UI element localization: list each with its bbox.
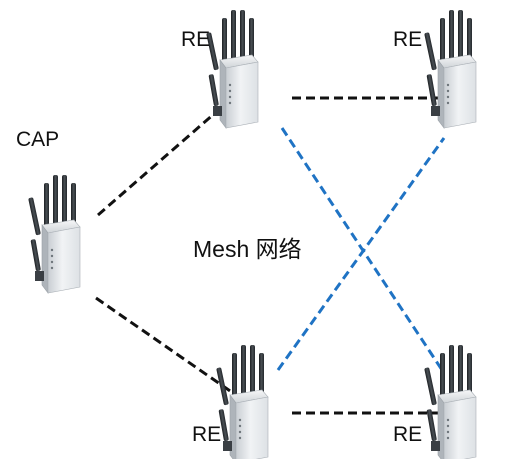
- links-layer: [95, 96, 446, 415]
- re-bottom-right-router-icon: [423, 344, 477, 459]
- re-bottom-left-router-icon: [215, 344, 269, 459]
- link-re-bottom-left-to-re-top-right: [276, 137, 446, 371]
- cap-label: CAP: [16, 128, 60, 151]
- re-top-right-label: RE: [393, 28, 423, 51]
- re-top-left-router-icon: [205, 9, 259, 129]
- link-cap-to-re-bottom-left: [95, 296, 234, 395]
- link-cap-to-re-top-left: [97, 111, 216, 217]
- re-top-right-router-icon: [423, 9, 477, 129]
- cap-router-icon: [27, 174, 81, 294]
- re-top-left-label: RE: [181, 28, 211, 51]
- re-bottom-left-label: RE: [192, 423, 222, 446]
- mesh-network-label: Mesh 网络: [193, 236, 302, 262]
- re-bottom-right-label: RE: [393, 423, 423, 446]
